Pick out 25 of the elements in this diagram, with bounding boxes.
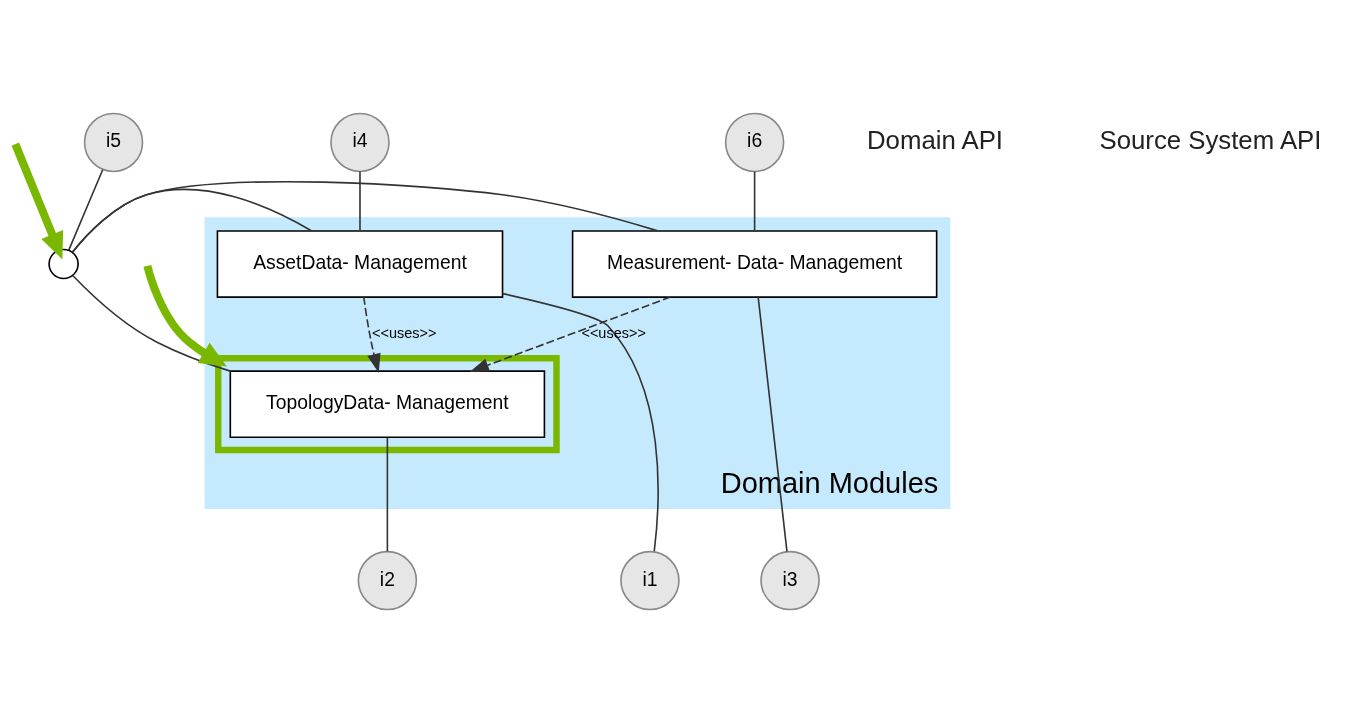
node-box: TopologyData- Management — [229, 369, 546, 438]
node-circle — [48, 248, 79, 279]
connector — [501, 292, 659, 552]
connector — [753, 170, 756, 232]
arrow — [363, 295, 381, 373]
arrow — [11, 142, 64, 259]
node-circle: i2 — [357, 550, 418, 610]
label: Domain API — [866, 125, 1004, 154]
connector — [757, 296, 788, 552]
arrow — [143, 264, 227, 367]
node-circle: i1 — [620, 550, 680, 610]
node-box: AssetData- Management — [216, 229, 504, 298]
node-circle: i4 — [330, 112, 390, 172]
node-box: Measurement- Data- Management — [571, 229, 938, 298]
arrow — [469, 295, 672, 372]
connector — [71, 180, 659, 253]
connector — [72, 274, 232, 372]
connector — [386, 436, 389, 552]
connector — [359, 170, 361, 232]
node-circle: i5 — [83, 112, 144, 172]
label: Source System API — [1099, 125, 1322, 154]
node-circle: i6 — [724, 112, 785, 172]
node-circle: i3 — [760, 550, 820, 610]
edge-label: <<uses>> — [372, 324, 437, 341]
connector — [68, 168, 104, 251]
